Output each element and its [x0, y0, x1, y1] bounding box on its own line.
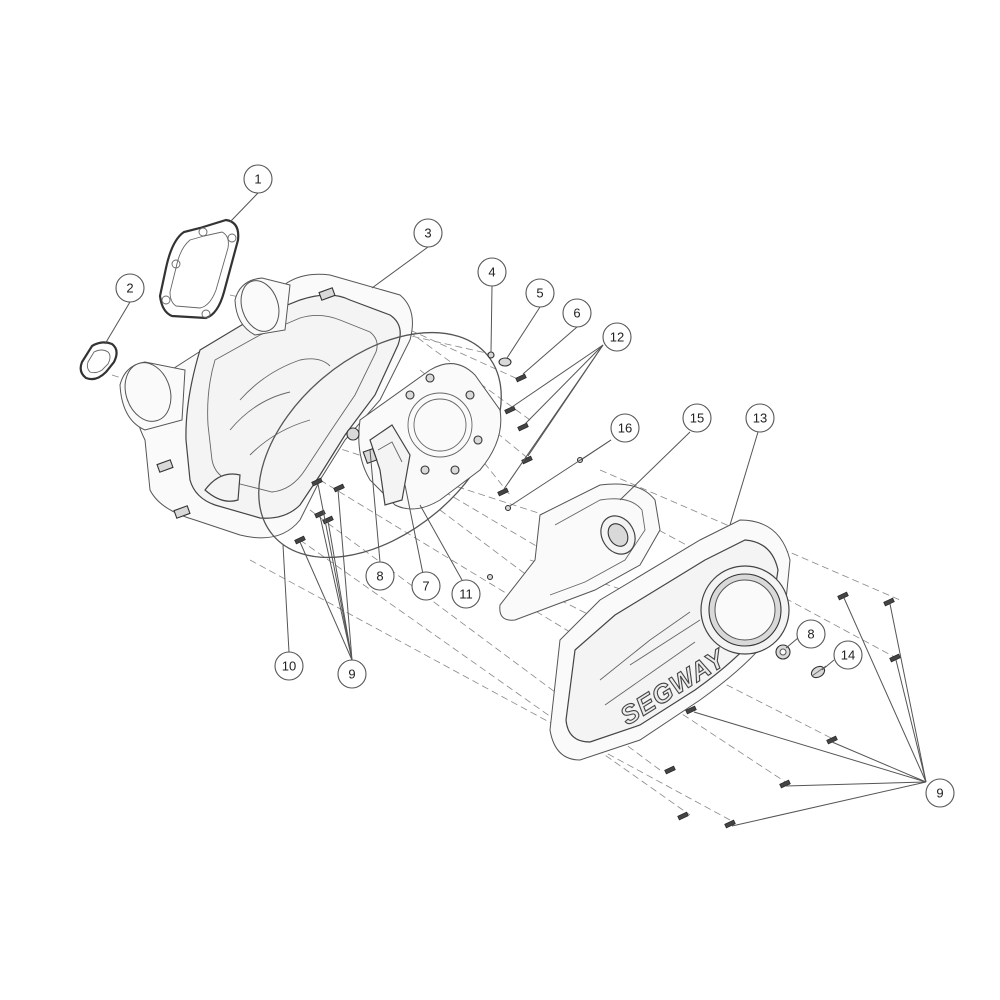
callout-2: 2 — [115, 273, 145, 303]
svg-text:2: 2 — [126, 281, 133, 296]
spacer-right — [775, 644, 791, 660]
mounting-bracket — [369, 424, 411, 506]
callout-3: 3 — [413, 218, 443, 248]
callout-13: 13 — [745, 403, 775, 433]
callout-14: 14 — [833, 640, 863, 670]
small-fasteners — [486, 351, 584, 581]
svg-text:1: 1 — [254, 172, 261, 187]
svg-text:15: 15 — [690, 411, 704, 426]
svg-text:13: 13 — [753, 411, 767, 426]
callout-11: 11 — [451, 579, 481, 609]
spacer-left — [346, 427, 378, 465]
callout-8-right: 8 — [796, 619, 826, 649]
callout-1: 1 — [243, 164, 273, 194]
plug — [810, 665, 827, 679]
callouts: 1 2 3 4 5 6 12 16 — [115, 164, 955, 808]
svg-text:14: 14 — [841, 648, 855, 663]
inner-housing — [119, 273, 413, 539]
svg-text:10: 10 — [282, 659, 296, 674]
svg-text:8: 8 — [807, 627, 814, 642]
bolts — [294, 477, 901, 829]
callout-5: 5 — [525, 278, 555, 308]
callout-7: 7 — [411, 571, 441, 601]
callout-10: 10 — [274, 651, 304, 681]
gasket-large — [158, 218, 240, 320]
svg-text:7: 7 — [422, 579, 429, 594]
svg-text:9: 9 — [348, 667, 355, 682]
svg-text:3: 3 — [424, 226, 431, 241]
callout-8-left: 8 — [365, 561, 395, 591]
o-ring-large — [258, 331, 502, 559]
gasket-small — [79, 341, 118, 381]
callout-9-right: 9 — [925, 778, 955, 808]
callout-6: 6 — [562, 298, 592, 328]
svg-text:16: 16 — [618, 421, 632, 436]
leader-lines — [104, 192, 927, 827]
callout-9-left: 9 — [337, 659, 367, 689]
svg-text:6: 6 — [573, 306, 580, 321]
callout-12: 12 — [602, 322, 632, 352]
svg-text:8: 8 — [376, 569, 383, 584]
svg-text:11: 11 — [459, 587, 473, 602]
callout-4: 4 — [477, 257, 507, 287]
callout-16: 16 — [610, 413, 640, 443]
svg-text:9: 9 — [936, 786, 943, 801]
guide-plate — [499, 483, 661, 621]
callout-15: 15 — [682, 403, 712, 433]
svg-text:4: 4 — [488, 265, 495, 280]
svg-text:5: 5 — [536, 286, 543, 301]
svg-text:12: 12 — [610, 330, 624, 345]
